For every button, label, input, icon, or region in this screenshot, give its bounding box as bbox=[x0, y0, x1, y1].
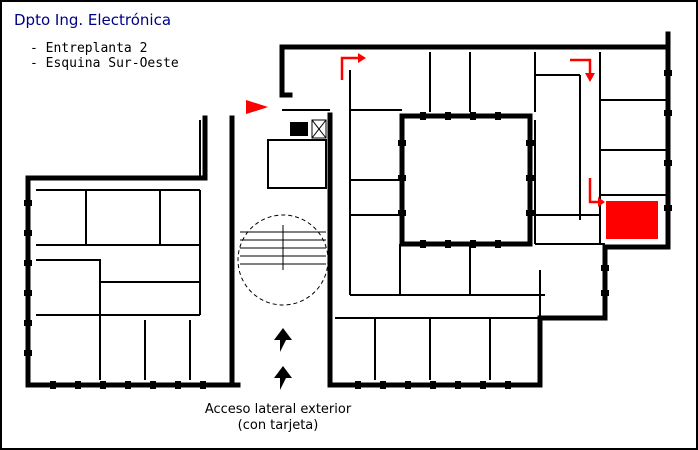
window-marks bbox=[24, 70, 672, 389]
map-title: Dpto Ing. Electrónica bbox=[14, 11, 172, 29]
route-arrow-icon bbox=[570, 58, 592, 75]
building-walls bbox=[25, 31, 671, 388]
route-arrow-icon bbox=[585, 73, 595, 82]
location-note-corner: - Esquina Sur-Oeste bbox=[30, 56, 179, 71]
location-note-floor: - Entreplanta 2 bbox=[30, 41, 148, 56]
entrance-caption-line2: (con tarjeta) bbox=[237, 418, 319, 433]
route-arrow-icon bbox=[340, 56, 360, 80]
route-arrow-icon bbox=[588, 178, 600, 204]
entrance-caption-line1: Acceso lateral exterior bbox=[204, 402, 352, 417]
staircase-icon bbox=[237, 214, 329, 306]
route-arrow-icon bbox=[358, 53, 366, 63]
route-arrow-icon bbox=[598, 197, 605, 207]
elevator-icon bbox=[290, 122, 308, 136]
destination-room bbox=[606, 201, 658, 239]
up-arrow-icon bbox=[274, 328, 292, 390]
